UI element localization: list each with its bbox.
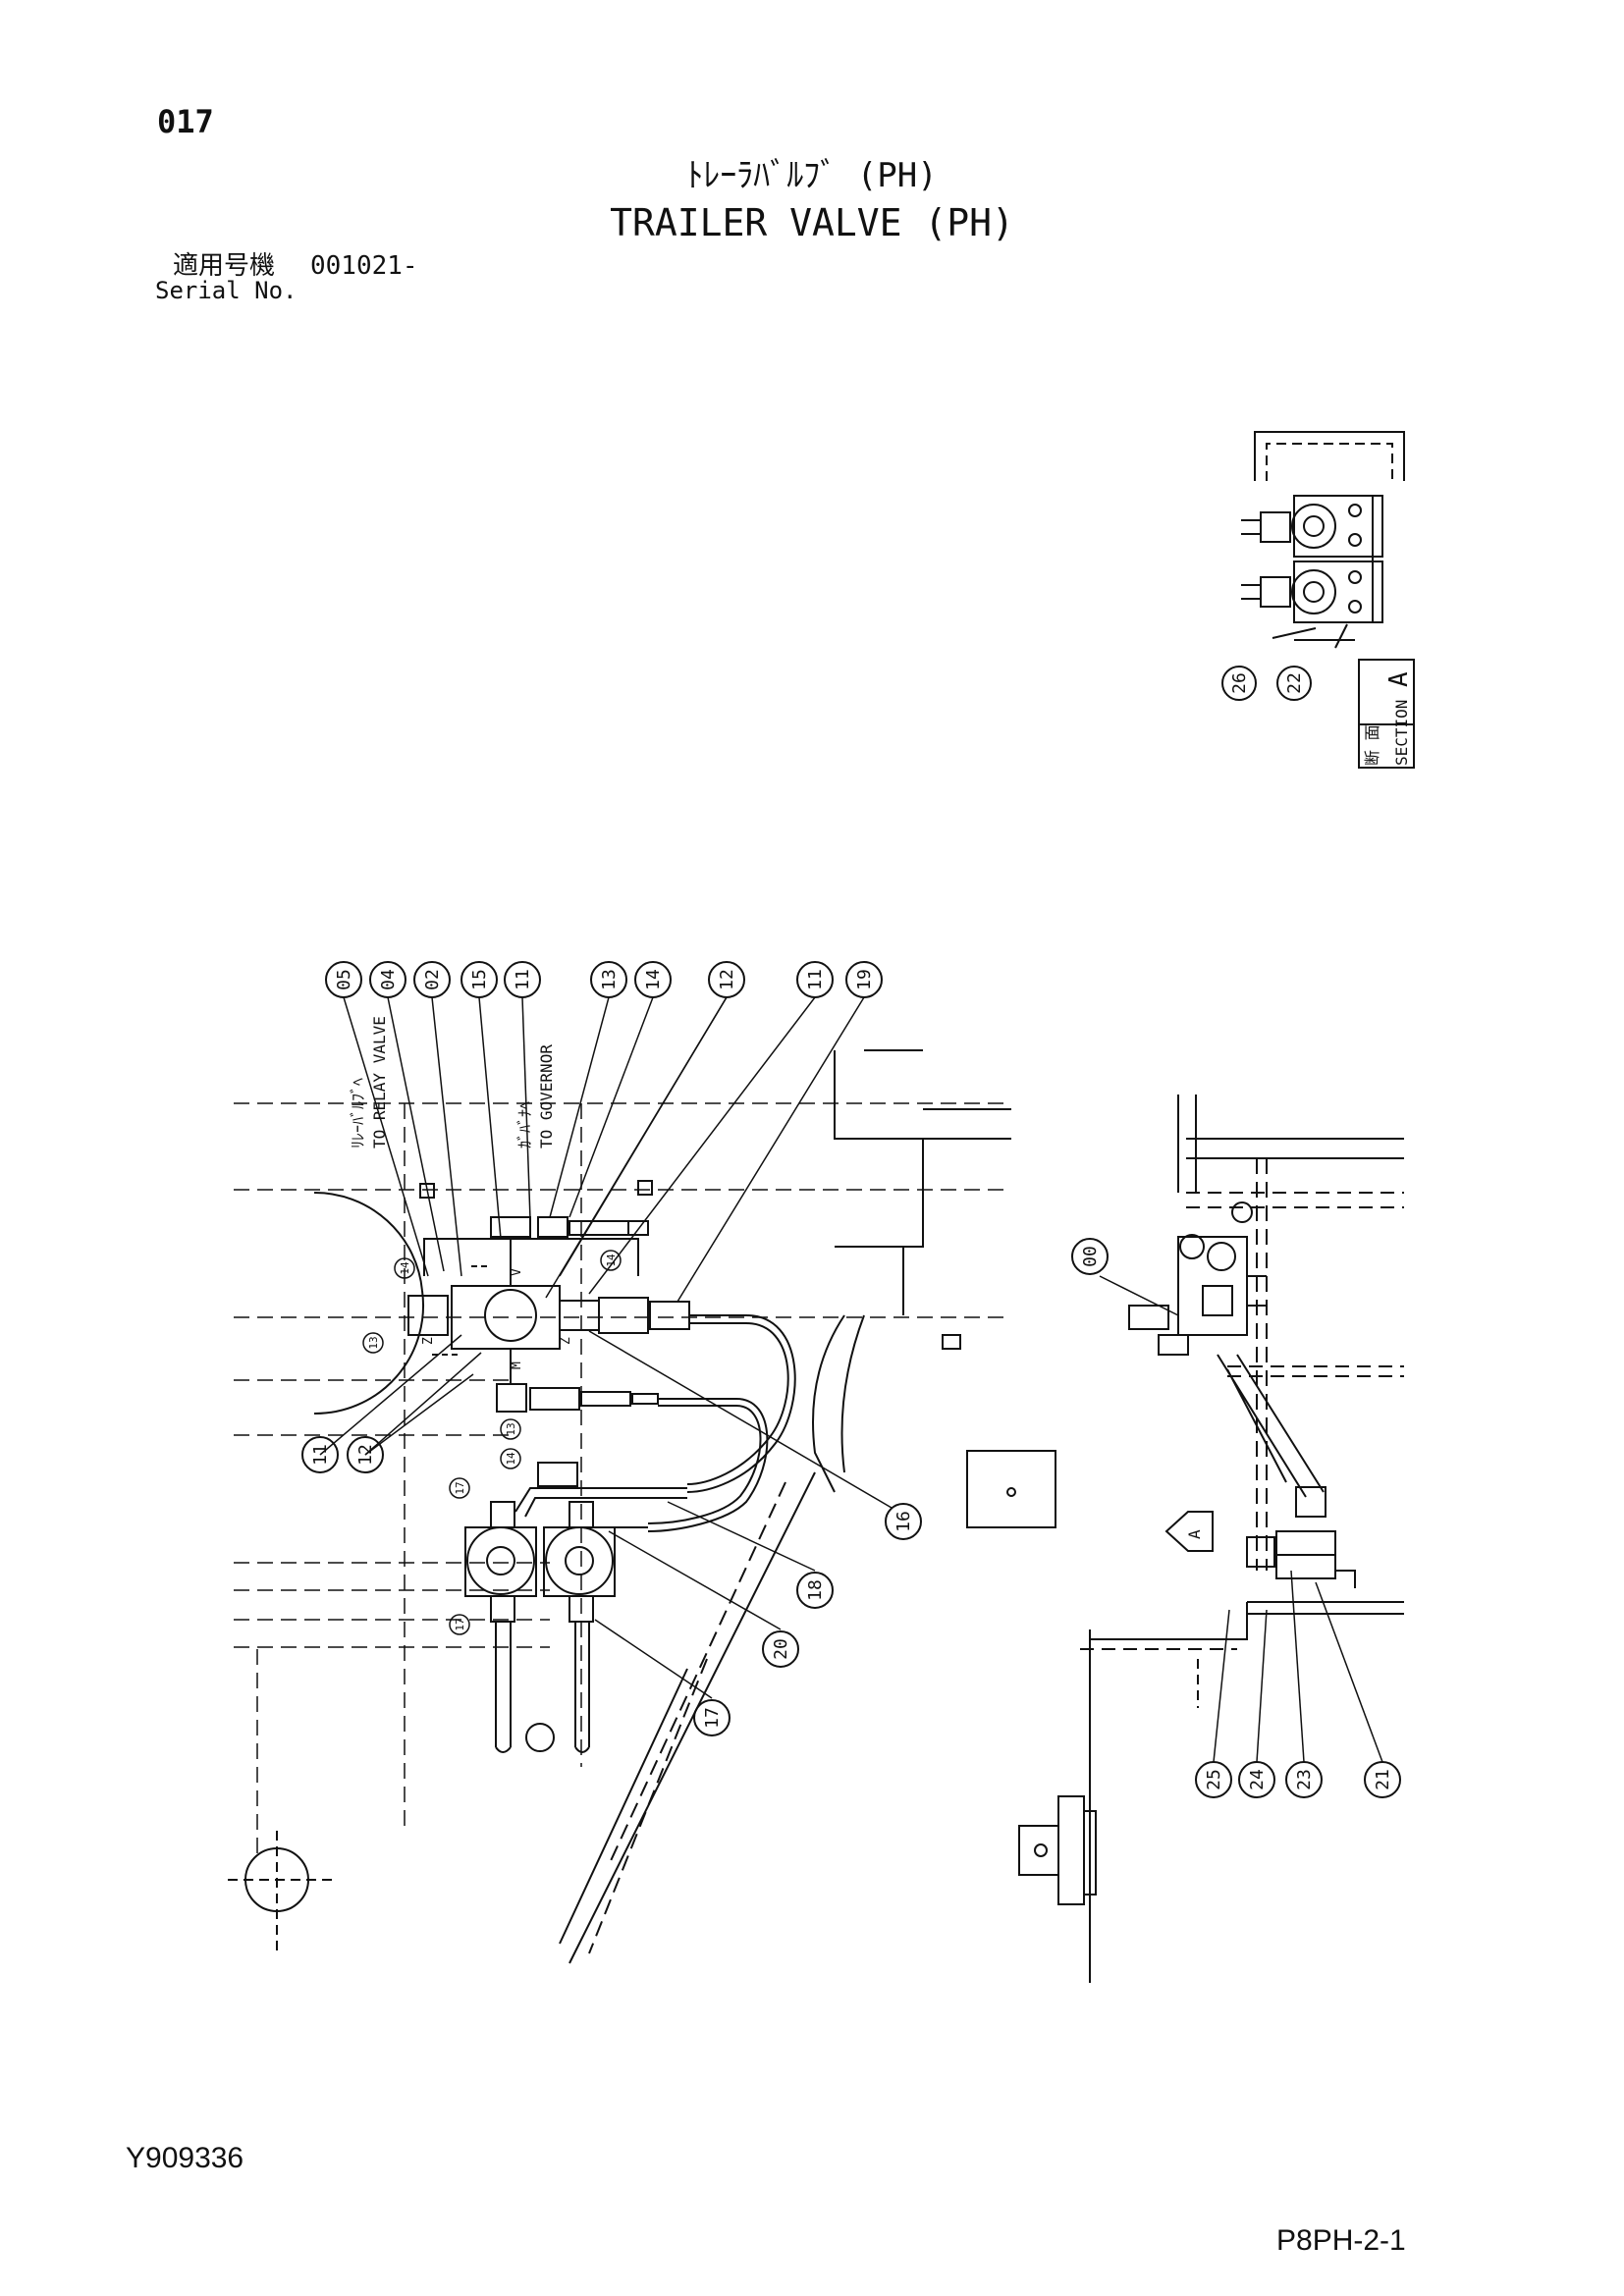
svg-text:14: 14: [399, 1261, 411, 1275]
svg-text:14: 14: [605, 1254, 618, 1267]
governor-jp: ｶﾞﾊﾞﾅﾍ: [515, 1101, 534, 1148]
svg-text:11: 11: [310, 1444, 331, 1466]
svg-text:11: 11: [805, 969, 826, 990]
governor-en: TO GOVERNOR: [537, 1044, 556, 1148]
section-a-view: [1241, 431, 1415, 769]
svg-text:15: 15: [469, 969, 490, 990]
title-english: TRAILER VALVE (PH): [610, 201, 1014, 244]
svg-text:24: 24: [1247, 1769, 1268, 1790]
svg-text:21: 21: [1373, 1769, 1393, 1790]
sheet-code: P8PH-2-1: [1276, 2224, 1406, 2257]
svg-text:19: 19: [854, 969, 875, 990]
leader-lines: [319, 996, 893, 1699]
section-callout-numbers: 26 22: [1229, 672, 1305, 694]
svg-text:12: 12: [717, 969, 737, 990]
section-a-label: 断 面 SECTION A: [1363, 671, 1414, 766]
port-v: V: [510, 1268, 524, 1276]
plan-view: [228, 1049, 1056, 1964]
plan-callout-numbers: 05 04 02 15 11 13 14 12 11 19 11 12 16 1…: [310, 969, 914, 1729]
relay-valve-en: TO RELAY VALVE: [370, 1016, 389, 1148]
svg-text:00: 00: [1080, 1246, 1101, 1267]
svg-text:20: 20: [771, 1638, 791, 1660]
serial-range: 001021-: [310, 251, 418, 281]
svg-text:13: 13: [367, 1336, 380, 1349]
side-callout-numbers: 00 21 23 24 25: [1080, 1246, 1393, 1790]
svg-text:04: 04: [378, 969, 399, 990]
svg-text:11: 11: [513, 969, 533, 990]
svg-text:17: 17: [454, 1481, 466, 1494]
port-z-right: Z: [559, 1337, 573, 1345]
title-japanese: ﾄﾚｰﾗﾊﾞﾙﾌﾞ (PH): [686, 156, 938, 195]
small-callout-circles: [362, 1250, 622, 1635]
svg-text:18: 18: [805, 1579, 826, 1601]
port-z-left: Z: [421, 1337, 436, 1345]
serial-label-english: Serial No.: [155, 277, 298, 304]
svg-text:26: 26: [1229, 672, 1250, 694]
svg-text:16: 16: [893, 1511, 914, 1532]
svg-text:13: 13: [599, 969, 620, 990]
section-label-jp: 断 面: [1363, 724, 1381, 766]
svg-text:13: 13: [505, 1422, 517, 1435]
document-code: Y909336: [126, 2142, 244, 2174]
plan-callout-circles: [301, 961, 922, 1736]
svg-text:05: 05: [334, 969, 354, 990]
svg-text:02: 02: [422, 969, 443, 990]
view-arrow-letter: A: [1185, 1529, 1204, 1539]
section-letter: A: [1384, 671, 1414, 687]
svg-text:17: 17: [702, 1707, 723, 1729]
svg-text:23: 23: [1294, 1769, 1315, 1790]
side-leader-lines: [1099, 1275, 1383, 1763]
side-callout-circles: [1071, 1238, 1401, 1798]
port-m: M: [510, 1362, 524, 1369]
plan-annotations: ﾘﾚｰﾊﾞﾙﾌﾞﾍ TO RELAY VALVE ｶﾞﾊﾞﾅﾍ TO GOVER…: [349, 1016, 1204, 1539]
svg-text:12: 12: [355, 1444, 376, 1466]
svg-text:17: 17: [454, 1618, 466, 1630]
relay-valve-jp: ﾘﾚｰﾊﾞﾙﾌﾞﾍ: [349, 1078, 367, 1148]
svg-text:25: 25: [1204, 1769, 1224, 1790]
section-label-en: SECTION: [1392, 700, 1411, 766]
svg-text:14: 14: [505, 1452, 517, 1466]
small-callout-numbers: 14 13 14 13 14 17 17: [367, 1254, 618, 1631]
side-view: [1018, 1095, 1404, 1983]
svg-text:22: 22: [1284, 672, 1305, 694]
page-number: 017: [157, 103, 214, 140]
serial-label-japanese: 適用号機: [173, 251, 276, 281]
section-a-callout-circles: [1221, 666, 1312, 701]
svg-text:14: 14: [643, 969, 664, 990]
